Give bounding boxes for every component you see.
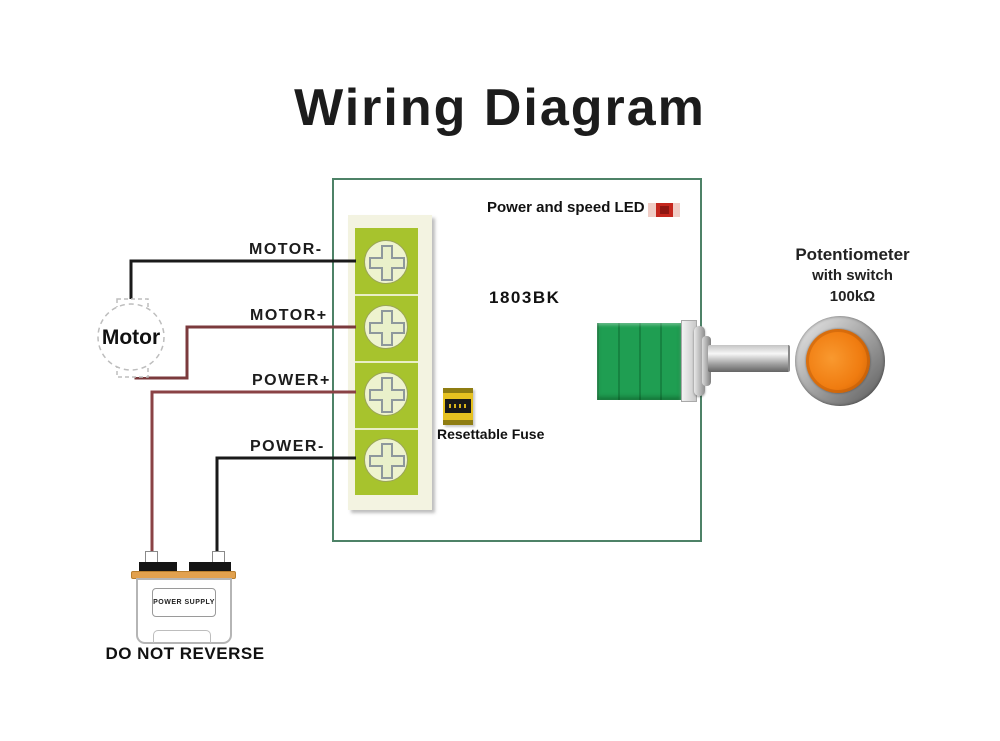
motor-tab-top — [116, 298, 149, 313]
battery-top-bar — [139, 562, 177, 572]
resettable-fuse-icon — [443, 388, 473, 425]
battery-label: POWER SUPPLY — [153, 599, 215, 606]
wire-motor-plus — [134, 325, 356, 380]
potentiometer-label-line2: with switch — [812, 267, 893, 284]
battery-label-box: POWER SUPPLY — [152, 588, 216, 617]
screw-terminal-motor-plus — [364, 305, 408, 349]
fuse-label: Resettable Fuse — [437, 426, 545, 442]
wire-label-power-minus: POWER- — [250, 438, 325, 455]
page-title: Wiring Diagram — [294, 79, 706, 137]
led-icon — [648, 203, 680, 217]
fuse-cap — [443, 388, 473, 393]
fuse-marking-band — [445, 399, 471, 413]
potentiometer-label-line3: 100kΩ — [829, 288, 876, 305]
potentiometer-shaft — [708, 345, 790, 372]
knob-face — [806, 329, 870, 393]
phillips-screw-icon — [369, 377, 405, 413]
wire-motor-minus — [129, 259, 356, 302]
screw-terminal-power-plus — [364, 372, 408, 416]
potentiometer-bushing — [702, 336, 711, 386]
phillips-screw-icon — [369, 443, 405, 479]
potentiometer-bushing — [694, 326, 705, 396]
battery-top-bar — [189, 562, 231, 572]
screw-terminal-motor-minus — [364, 240, 408, 284]
battery-bottom-tab — [153, 630, 211, 643]
motor-label: Motor — [101, 326, 161, 349]
potentiometer-body — [597, 323, 681, 400]
terminal-divider — [355, 361, 418, 363]
potentiometer-label: Potentiometer with switch 100kΩ — [770, 244, 935, 307]
fuse-cap — [443, 420, 473, 425]
potentiometer-label-line1: Potentiometer — [795, 245, 910, 264]
wire-label-motor-plus: MOTOR+ — [250, 307, 328, 324]
terminal-divider — [355, 428, 418, 430]
terminal-divider — [355, 294, 418, 296]
wire-label-motor-minus: MOTOR- — [249, 241, 323, 258]
board-model: 1803BK — [489, 288, 561, 307]
motor-tab-bottom — [116, 363, 149, 378]
phillips-screw-icon — [369, 245, 405, 281]
wire-power-plus — [150, 390, 356, 556]
wire-label-power-plus: POWER+ — [252, 372, 331, 389]
screw-terminal-power-minus — [364, 438, 408, 482]
led-label: Power and speed LED — [487, 199, 645, 216]
led-icon-inner — [660, 206, 669, 214]
warning-text: DO NOT REVERSE — [105, 644, 265, 663]
phillips-screw-icon — [369, 310, 405, 346]
